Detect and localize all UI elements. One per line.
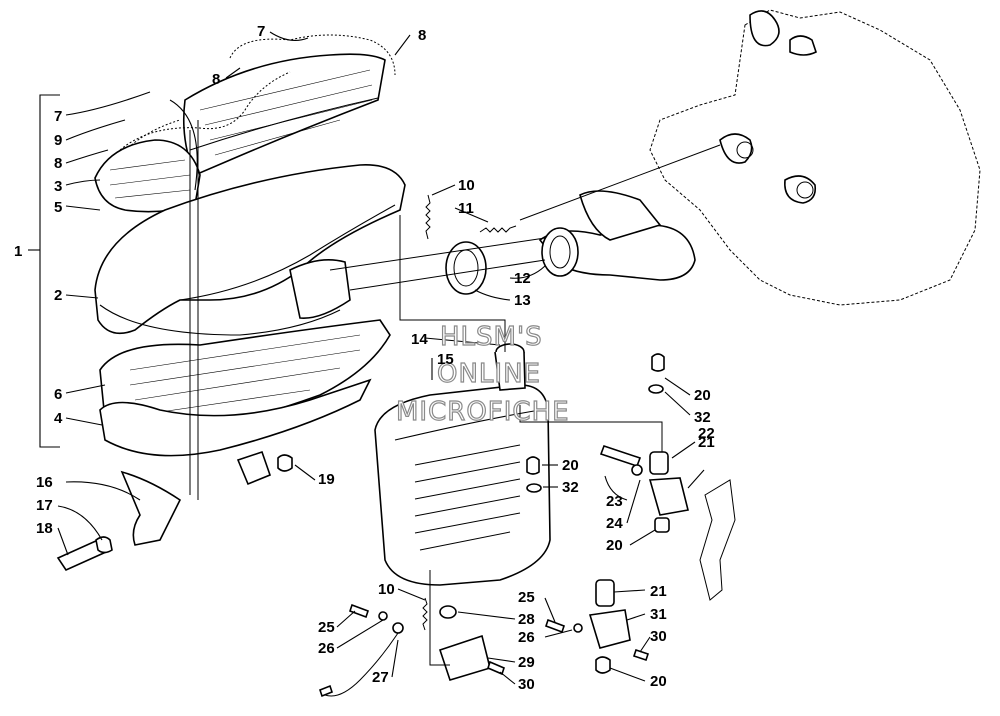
callout-30-b: 30 <box>518 676 535 693</box>
callout-25-a: 25 <box>518 589 535 606</box>
callout-12: 12 <box>514 270 531 287</box>
callout-4: 4 <box>54 410 63 427</box>
watermark-line-3: MICROFICHE <box>396 397 570 427</box>
callout-9: 9 <box>54 132 62 149</box>
callout-26-b: 26 <box>318 640 335 657</box>
upper-heat-shield <box>182 53 386 177</box>
callout-32-b: 32 <box>562 479 579 496</box>
callout-10-upper: 10 <box>458 177 475 194</box>
callout-7-top: 7 <box>257 23 265 40</box>
group-bracket <box>28 94 60 448</box>
lower-mounts <box>438 579 650 681</box>
callout-labels: 7 8 8 7 9 8 3 5 1 2 6 4 10 11 12 13 14 1… <box>14 23 715 693</box>
callout-17: 17 <box>36 497 53 514</box>
callout-29: 29 <box>518 654 535 671</box>
springs-10-11 <box>422 194 517 631</box>
watermark-line-1: HLSM'S <box>440 322 543 352</box>
callout-8-left: 8 <box>54 155 62 172</box>
callout-7-left: 7 <box>54 108 62 125</box>
callout-28: 28 <box>518 611 535 628</box>
callout-21-a: 21 <box>698 434 715 451</box>
callout-3: 3 <box>54 178 62 195</box>
expansion-chamber <box>94 164 406 336</box>
lower-heat-shield <box>99 319 391 457</box>
callout-23: 23 <box>606 493 623 510</box>
callout-6: 6 <box>54 386 62 403</box>
muffler <box>374 343 551 586</box>
callout-24: 24 <box>606 515 623 532</box>
callout-5: 5 <box>54 199 62 216</box>
callout-20-d: 20 <box>650 673 667 690</box>
callout-15: 15 <box>437 351 454 368</box>
callout-27: 27 <box>372 669 389 686</box>
callout-19: 19 <box>318 471 335 488</box>
exhaust-manifold <box>538 190 696 281</box>
exhaust-rings <box>94 99 201 213</box>
callout-21-b: 21 <box>650 583 667 600</box>
callout-10-lower: 10 <box>378 581 395 598</box>
callout-14: 14 <box>411 331 428 348</box>
frame-section <box>699 479 736 601</box>
reference-lines <box>189 120 721 666</box>
callout-32-a: 32 <box>694 409 711 426</box>
callout-26-a: 26 <box>518 629 535 646</box>
gasket-13 <box>445 241 487 295</box>
leader-lines <box>57 31 705 685</box>
watermark: HLSM'S ONLINE MICROFICHE <box>395 321 570 427</box>
callout-1: 1 <box>14 243 22 260</box>
callout-18: 18 <box>36 520 53 537</box>
callout-16: 16 <box>36 474 53 491</box>
callout-30-a: 30 <box>650 628 667 645</box>
engine-outline <box>649 9 981 306</box>
bolts-and-cable <box>319 603 583 698</box>
callout-8-top: 8 <box>212 71 220 88</box>
upper-mount <box>526 353 689 533</box>
callout-13: 13 <box>514 292 531 309</box>
callout-20-a: 20 <box>694 387 711 404</box>
callout-2: 2 <box>54 287 62 304</box>
callout-25-b: 25 <box>318 619 335 636</box>
callout-20-c: 20 <box>606 537 623 554</box>
lower-bracket <box>56 450 293 572</box>
callout-11: 11 <box>458 200 474 217</box>
callout-31: 31 <box>650 606 667 623</box>
callout-22: 22 <box>698 425 715 442</box>
callout-8-top-right: 8 <box>418 27 426 44</box>
callout-20-b: 20 <box>562 457 579 474</box>
watermark-line-2: ONLINE <box>437 359 541 389</box>
